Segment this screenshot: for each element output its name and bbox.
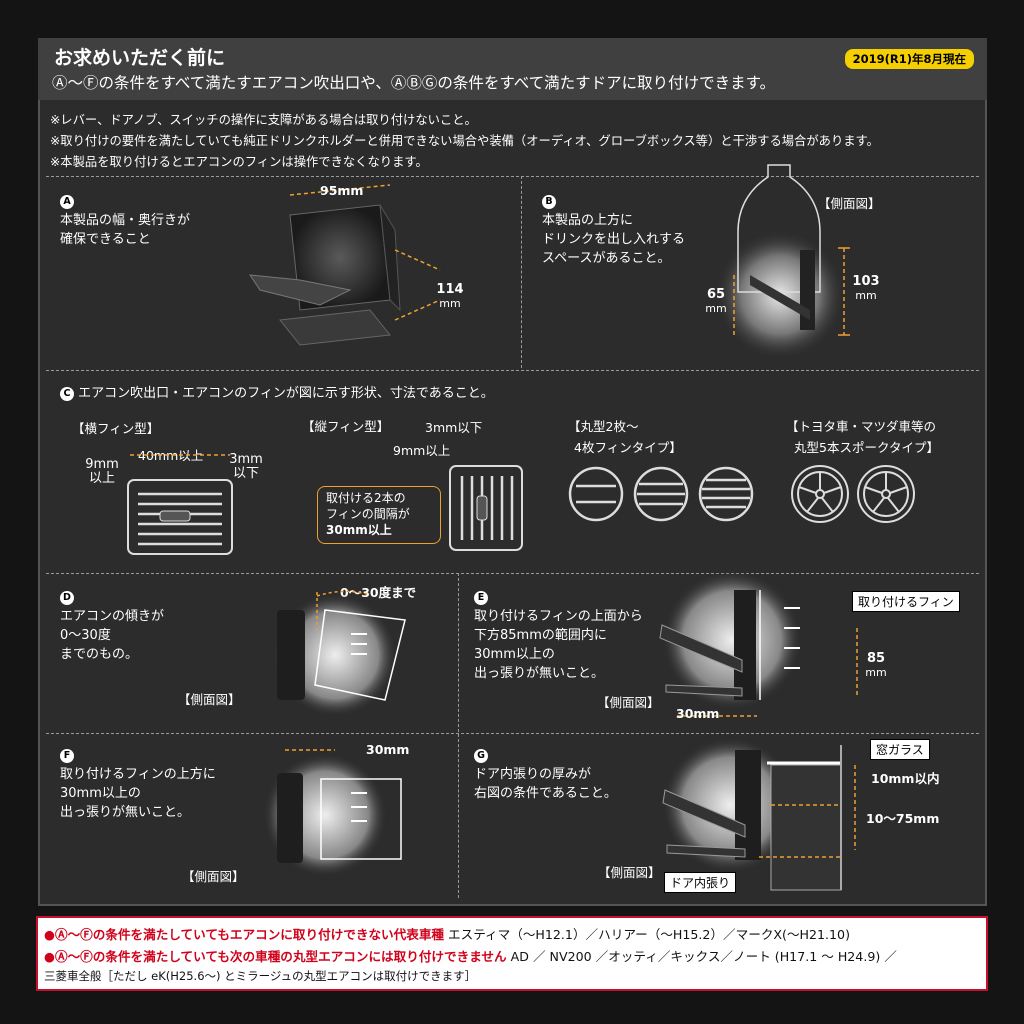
dimension-65-b: 65 mm <box>705 287 727 316</box>
dimension-85-e: 85 mm <box>865 651 887 680</box>
side-view-label-d: 【側面図】 <box>178 692 241 707</box>
title-bar <box>38 38 987 100</box>
badge-a: A <box>60 195 74 209</box>
door-illustration-g <box>662 737 856 891</box>
section-e-text: E 取り付けるフィンの上面から 下方85mmの範囲内に 30mm以上の 出っ張り… <box>474 591 643 681</box>
round-fin-vents <box>568 466 754 522</box>
badge-b: B <box>542 195 556 209</box>
horizontal-fin-vent <box>127 454 233 555</box>
side-view-label-e: 【側面図】 <box>597 695 660 710</box>
vertical-fin-vent <box>449 465 523 551</box>
section-d-text: D エアコンの傾きが 0〜30度 までのもの。 <box>60 591 165 662</box>
badge-c: C <box>60 387 74 401</box>
product-illustration-a <box>248 184 441 346</box>
dimension-30-e: 30mm <box>676 706 720 721</box>
note-item: ※取り付けの要件を満たしていても純正ドリンクホルダーと併用できない場合や装備（オ… <box>50 134 879 148</box>
section-b-text: B 本製品の上方に ドリンクを出し入れする スペースがあること。 <box>542 195 686 266</box>
bottle-illustration-b <box>715 164 850 360</box>
page-title: お求めいただく前に <box>54 47 226 69</box>
caution-line-1: ●Ⓐ〜Ⓕの条件を満たしていてもエアコンに取り付けできない代表車種 エスティマ（〜… <box>44 927 850 942</box>
caution-line-2: ●Ⓐ〜Ⓕの条件を満たしていても次の車種の丸型エアコンには取り付けできません AD… <box>44 949 897 964</box>
horizontal-fin-title: 【横フィン型】 <box>72 421 160 436</box>
side-view-label-g: 【側面図】 <box>598 865 661 880</box>
page-subtitle: Ⓐ〜Ⓕの条件をすべて満たすエアコン吹出口や、ⒶⒷⒼの条件をすべて満たすドアに取り… <box>52 74 776 92</box>
note-item: ※レバー、ドアノブ、スイッチの操作に支障がある場合は取り付けないこと。 <box>50 113 477 127</box>
divider <box>46 176 979 177</box>
vertical-top-label: 3mm以下 <box>425 420 483 435</box>
dimension-depth-a: 114 mm <box>436 282 464 311</box>
tilt-illustration-d <box>273 590 406 717</box>
divider <box>46 370 979 371</box>
angle-label-d: 0〜30度まで <box>340 585 417 600</box>
vertical-fin-callout: 取付ける2本の フィンの間隔が 30mm以上 <box>317 486 441 544</box>
spoke-fin-vents <box>791 465 915 523</box>
divider <box>458 573 459 898</box>
horizontal-right-label: 3mm 以下 <box>229 452 263 481</box>
dimension-10-75-g: 10〜75mm <box>866 811 940 826</box>
clearance-illustration-f <box>263 749 402 877</box>
dimension-width-a: 95mm <box>320 183 364 198</box>
caution-line-3: 三菱車全般［ただし eK(H25.6〜) とミラージュの丸型エアコンは取付けでき… <box>44 969 477 983</box>
fin-tag-e: 取り付けるフィン <box>852 591 960 612</box>
badge-e: E <box>474 591 488 605</box>
round-fin-title: 【丸型2枚〜 4枚フィンタイプ】 <box>568 419 682 455</box>
badge-f: F <box>60 749 74 763</box>
door-tag-g: ドア内張り <box>664 872 737 893</box>
main-panel <box>38 38 987 906</box>
vertical-second-label: 9mm以上 <box>393 443 451 458</box>
badge-d: D <box>60 591 74 605</box>
divider <box>521 176 522 368</box>
section-c-text: C エアコン吹出口・エアコンのフィンが図に示す形状、寸法であること。 <box>60 384 494 403</box>
dimension-103-b: 103 mm <box>852 274 880 303</box>
divider <box>46 573 979 574</box>
caution-box: ●Ⓐ〜Ⓕの条件を満たしていてもエアコンに取り付けできない代表車種 エスティマ（〜… <box>36 916 988 991</box>
section-f-text: F 取り付けるフィンの上方に 30mm以上の 出っ張りが無いこと。 <box>60 749 216 820</box>
side-view-label-f: 【側面図】 <box>182 869 245 884</box>
date-badge: 2019(R1)年8月現在 <box>844 49 974 69</box>
window-tag-g: 窓ガラス <box>870 739 930 760</box>
vertical-fin-title: 【縦フィン型】 <box>302 419 390 434</box>
dimension-10-g: 10mm以内 <box>871 771 940 786</box>
section-g-text: G ドア内張りの厚みが 右図の条件であること。 <box>474 749 617 801</box>
side-view-label-b: 【側面図】 <box>818 196 881 211</box>
clearance-illustration-e <box>659 570 858 717</box>
horizontal-left-label: 9mm 以上 <box>85 457 119 486</box>
section-a-text: A 本製品の幅・奥行きが 確保できること <box>60 195 191 247</box>
spoke-fin-title: 【トヨタ車・マツダ車等の 丸型5本スポークタイプ】 <box>786 419 939 455</box>
notes-list: ※レバー、ドアノブ、スイッチの操作に支障がある場合は取り付けないこと。 ※取り付… <box>50 110 879 173</box>
badge-g: G <box>474 749 488 763</box>
divider <box>46 733 979 734</box>
dimension-30-f: 30mm <box>366 742 410 757</box>
horizontal-width-label: 40mm以上 <box>138 448 204 463</box>
note-item: ※本製品を取り付けるとエアコンのフィンは操作できなくなります。 <box>50 155 428 169</box>
